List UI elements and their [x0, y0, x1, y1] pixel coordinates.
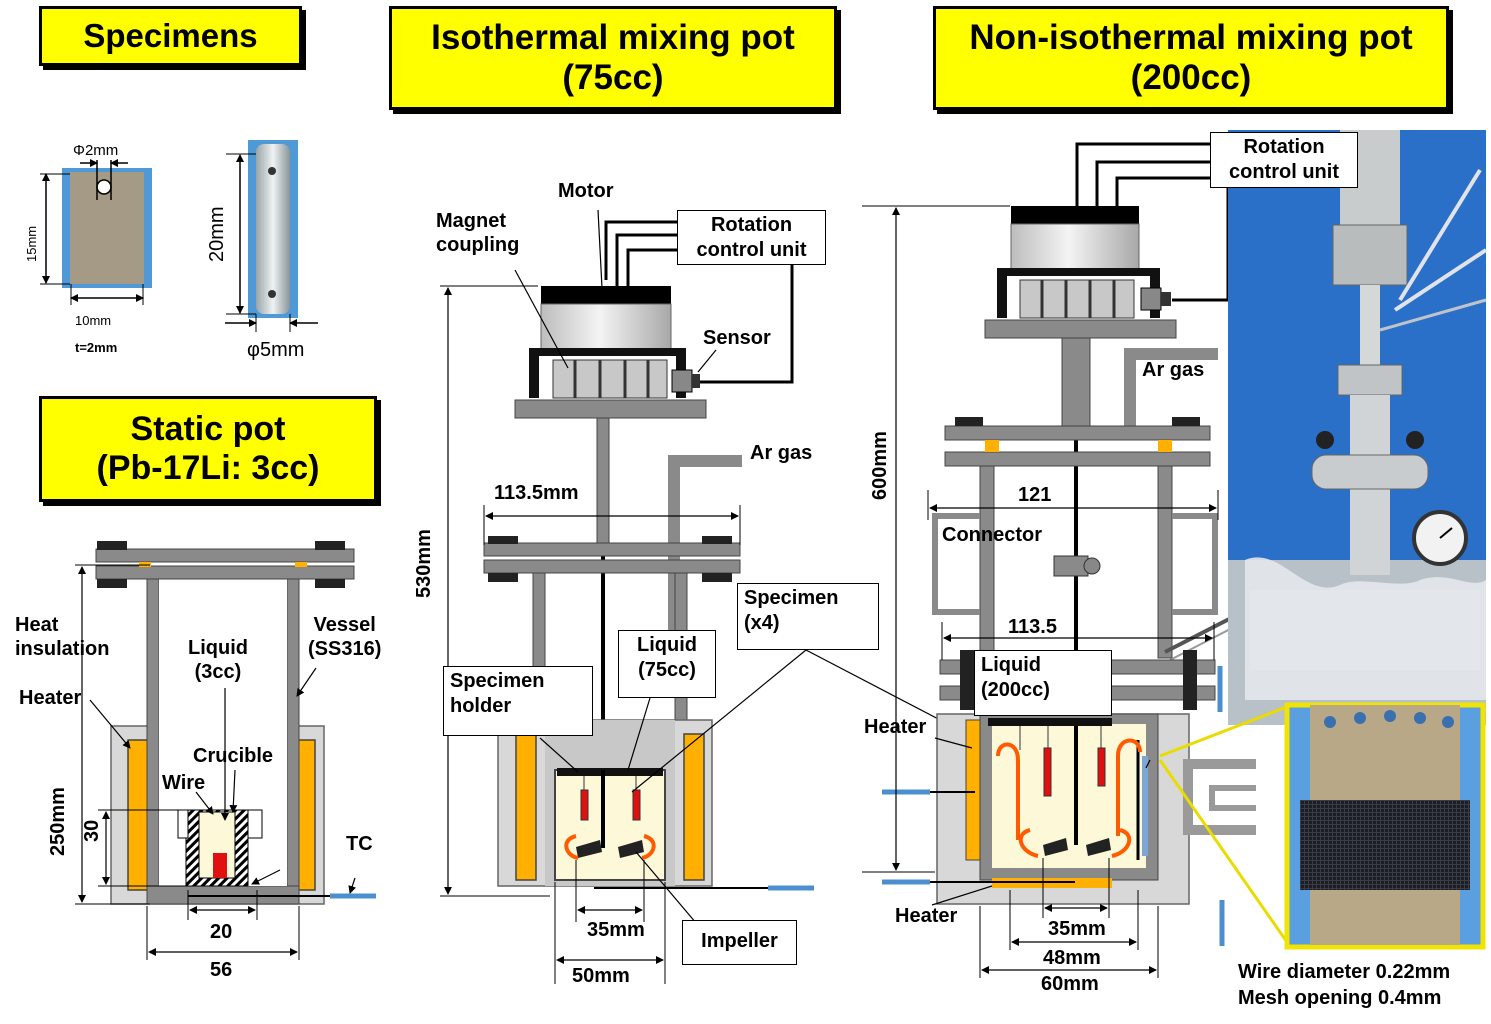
- static-dim-250: 250mm: [47, 787, 69, 856]
- static-dim-20: 20: [210, 921, 233, 943]
- noniso-dim-60: 60mm: [1041, 973, 1099, 995]
- nonisothermal-title-line2: (200cc): [1130, 58, 1252, 97]
- static-crucible: Crucible: [193, 745, 274, 767]
- iso-liquid-box: Liquid(75cc): [618, 630, 716, 698]
- noniso-dim-48: 48mm: [1043, 947, 1101, 969]
- iso-dim-113: 113.5mm: [494, 482, 579, 504]
- static-vessel: Vessel(SS316): [308, 614, 382, 660]
- specimen-width-10: 10mm: [75, 313, 112, 328]
- iso-impeller-box: Impeller: [682, 920, 797, 965]
- specimen-length-20: 20mm: [206, 206, 228, 262]
- static-liquid: Liquid(3cc): [188, 637, 248, 683]
- noniso-heater-bottom: Heater: [895, 905, 958, 927]
- noniso-dim-600: 600mm: [869, 431, 891, 500]
- rod-specimen: [225, 140, 318, 332]
- static-wire: Wire: [162, 772, 206, 794]
- isothermal-title-line2: (75cc): [562, 58, 664, 97]
- iso-dim-35: 35mm: [587, 919, 645, 941]
- noniso-dim-113: 113.5: [1008, 616, 1057, 638]
- static-pot-drawing: [75, 541, 376, 960]
- isothermal-title-line1: Isothermal mixing pot: [431, 17, 795, 57]
- mesh-photo: [1158, 702, 1486, 950]
- static-title-line2: (Pb-17Li: 3cc): [96, 449, 320, 487]
- noniso-connector: Connector: [942, 524, 1042, 546]
- plate-specimen: [40, 159, 152, 305]
- mesh-wire-diameter: Wire diameter 0.22mm: [1238, 961, 1451, 983]
- static-dim-30: 30: [81, 819, 103, 842]
- isothermal-title: Isothermal mixing pot (75cc): [389, 6, 837, 110]
- static-title-line1: Static pot: [130, 409, 286, 448]
- noniso-liquid-box: Liquid(200cc): [974, 650, 1112, 716]
- iso-dim-50: 50mm: [572, 965, 630, 987]
- static-heater: Heater: [19, 687, 82, 709]
- static-dim-56: 56: [210, 959, 233, 981]
- specimens-title: Specimens: [39, 6, 302, 66]
- iso-dim-530: 530mm: [413, 529, 435, 598]
- noniso-dim-35: 35mm: [1048, 918, 1106, 940]
- specimens-title-text: Specimens: [83, 17, 258, 55]
- iso-motor: Motor: [558, 180, 614, 202]
- noniso-dim-121: 121: [1018, 484, 1052, 506]
- noniso-ar-gas: Ar gas: [1142, 359, 1205, 381]
- noniso-heater-top: Heater: [864, 716, 927, 738]
- iso-specimen-box: Specimen(x4): [737, 583, 879, 650]
- specimen-dia-5: φ5mm: [247, 339, 305, 361]
- apparatus-photo: [1228, 130, 1488, 725]
- static-title: Static pot (Pb-17Li: 3cc): [39, 396, 377, 502]
- specimen-thickness: t=2mm: [75, 340, 118, 355]
- nonisothermal-pot-drawing: [862, 142, 1276, 978]
- iso-sensor: Sensor: [703, 327, 771, 349]
- static-tc: TC: [346, 833, 373, 855]
- iso-ar-gas: Ar gas: [750, 442, 813, 464]
- isothermal-pot-drawing: [440, 209, 1041, 984]
- nonisothermal-title-line1: Non-isothermal mixing pot: [969, 17, 1413, 57]
- nonisothermal-title: Non-isothermal mixing pot (200cc): [933, 6, 1449, 110]
- specimen-height-15: 15mm: [24, 225, 39, 262]
- mesh-opening: Mesh opening 0.4mm: [1238, 987, 1442, 1009]
- specimen-hole-dia: Φ2mm: [73, 142, 119, 159]
